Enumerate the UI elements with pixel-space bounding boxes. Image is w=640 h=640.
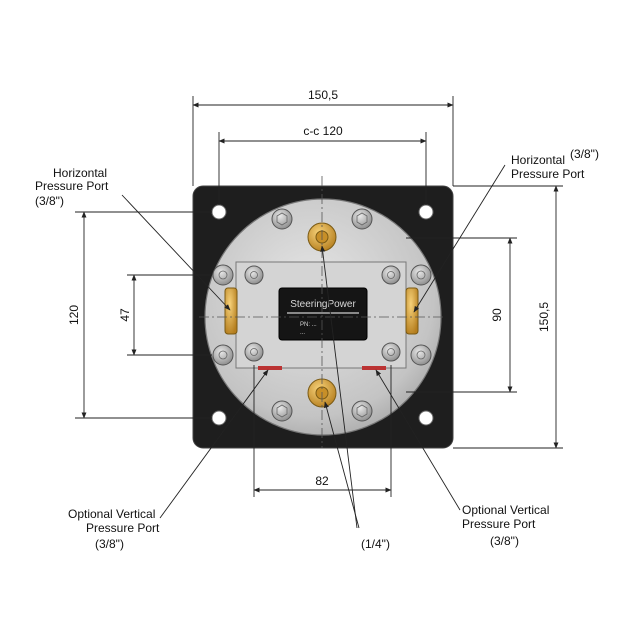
- bolt: [212, 264, 234, 286]
- corner-hole-tl: [211, 204, 227, 220]
- bolt: [271, 208, 293, 230]
- bolt: [410, 264, 432, 286]
- center-lines: [199, 176, 446, 448]
- dim-overall-width: 150,5: [308, 88, 338, 102]
- label-horizontal-port-right: Horizontal (3/8") Pressure Port: [511, 147, 599, 181]
- optional-port-marker-right: [362, 366, 386, 370]
- right-side-fitting: [405, 287, 419, 335]
- label-line: Horizontal: [511, 153, 565, 167]
- name-plate-line1: PN: ...: [300, 322, 317, 328]
- dim-center-to-center: c-c 120: [303, 124, 343, 138]
- label-line: Pressure Port: [462, 517, 536, 531]
- bolt: [271, 400, 293, 422]
- corner-holes: [211, 204, 434, 426]
- label-line: (3/8"): [95, 537, 124, 551]
- bolt: [410, 344, 432, 366]
- label-line: Pressure Port: [511, 167, 585, 181]
- dim-overall-height: 150,5: [537, 302, 551, 332]
- name-plate-brand: SteeringPower: [290, 299, 356, 310]
- name-plate-line2: ...: [300, 330, 305, 336]
- bolt: [244, 342, 264, 362]
- label-line: Optional Vertical: [68, 507, 155, 521]
- dim-inner-height-90: 90: [490, 308, 504, 322]
- label-line: (3/8"): [490, 534, 519, 548]
- corner-hole-br: [418, 410, 434, 426]
- dim-inner-height-47: 47: [118, 308, 132, 322]
- left-side-fitting: [224, 287, 238, 335]
- name-plate-stripe: [287, 312, 359, 314]
- label-horizontal-port-left: Horizontal Pressure Port (3/8"): [35, 166, 109, 208]
- bolts: [212, 208, 432, 422]
- bolt: [351, 208, 373, 230]
- dimension-lines: [75, 96, 563, 497]
- label-line: (3/8"): [35, 194, 64, 208]
- bolt: [212, 344, 234, 366]
- corner-hole-bl: [211, 410, 227, 426]
- label-optional-vertical-right: Optional Vertical Pressure Port (3/8"): [462, 503, 549, 548]
- bolt: [381, 342, 401, 362]
- label-line: Pressure Port: [35, 179, 109, 193]
- bolt: [351, 400, 373, 422]
- dim-inner-width-82: 82: [315, 474, 329, 488]
- bolt: [381, 265, 401, 285]
- label-quarter-inch: (1/4"): [361, 537, 390, 551]
- optional-port-marker-left: [258, 366, 282, 370]
- corner-hole-tr: [418, 204, 434, 220]
- bolt: [244, 265, 264, 285]
- label-line: Optional Vertical: [462, 503, 549, 517]
- label-line: Pressure Port: [86, 521, 160, 535]
- leader-lines: [121, 164, 506, 529]
- dim-hole-spacing-vertical: 120: [67, 305, 81, 325]
- bolt-hex-marks: [218, 212, 426, 418]
- label-line: Horizontal: [53, 166, 107, 180]
- label-optional-vertical-left: Optional Vertical Pressure Port (3/8"): [68, 507, 160, 551]
- label-line: (3/8"): [570, 147, 599, 161]
